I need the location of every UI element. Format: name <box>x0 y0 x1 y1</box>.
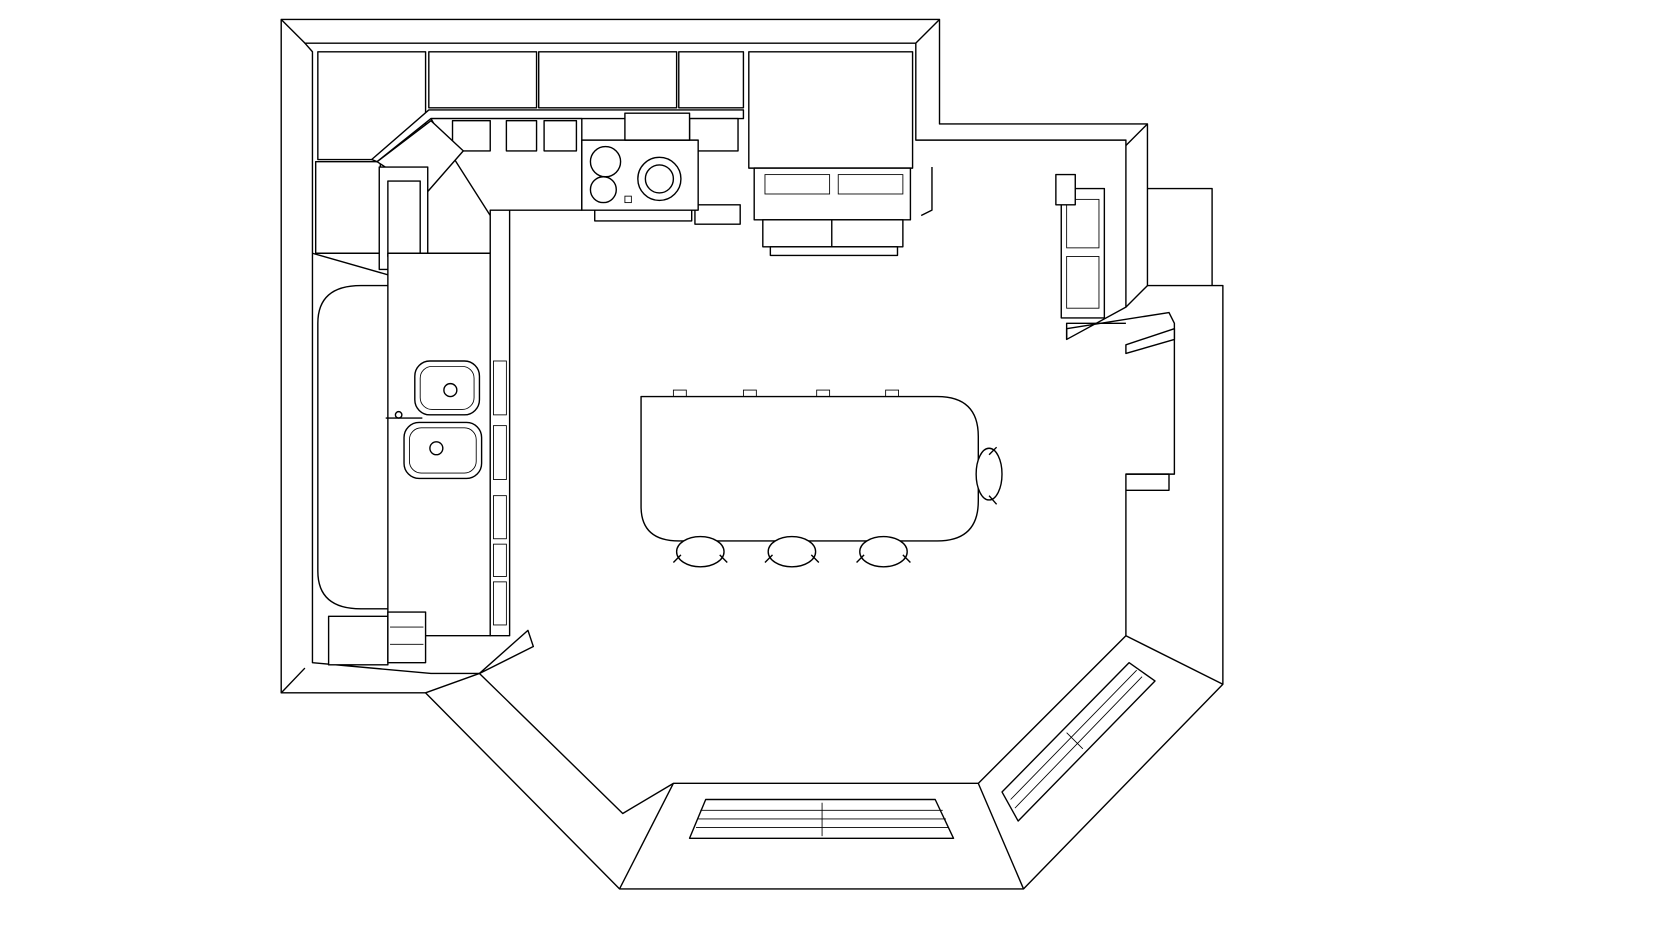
windows <box>688 661 1156 839</box>
kitchen-island <box>640 389 979 542</box>
double-sink <box>385 360 483 480</box>
pantry-cabinet <box>1055 173 1106 319</box>
upper-cabinets <box>314 51 914 254</box>
range <box>581 112 699 222</box>
refrigerator <box>753 167 912 257</box>
bar-stools <box>672 446 1003 568</box>
